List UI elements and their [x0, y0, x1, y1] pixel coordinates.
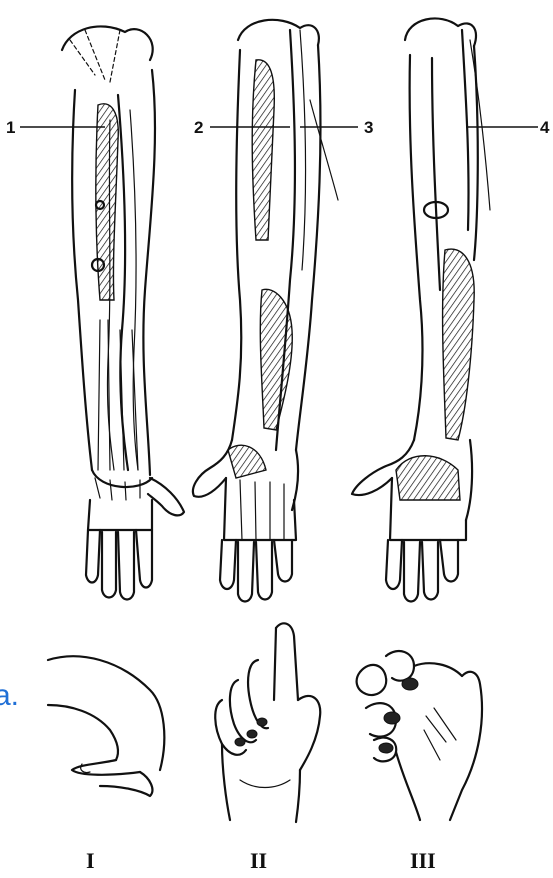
figure-label-1: I	[86, 848, 95, 873]
side-text: a.	[0, 679, 19, 712]
callout-label-3: 3	[364, 118, 373, 137]
callout-label-4: 4	[540, 118, 550, 137]
hand-posture-claw	[357, 651, 482, 820]
arm-middle-ulnar-nerve: 2 3	[193, 20, 374, 602]
arm-right-radial-nerve: 4	[352, 18, 550, 601]
figure-label-3: III	[410, 848, 436, 873]
hand-posture-pointing	[215, 623, 320, 822]
figure-label-2: II	[250, 848, 267, 873]
callout-label-2: 2	[194, 118, 203, 137]
arm-left-median-nerve: 1	[6, 26, 184, 599]
hand-posture-wrist-drop	[48, 656, 164, 796]
callout-label-1: 1	[6, 118, 15, 137]
